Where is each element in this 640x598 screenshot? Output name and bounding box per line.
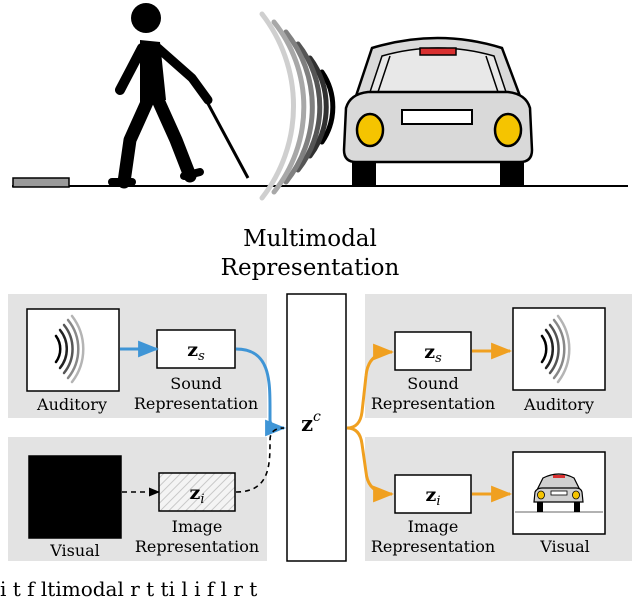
sound-rep-output-label-2: Representation [371, 394, 495, 413]
image-rep-input-label-1: Image [172, 517, 223, 536]
zi-input-symbol: zi [190, 482, 205, 507]
sound-wave-output-icon [540, 314, 571, 384]
zs-output-symbol: zs [424, 341, 442, 366]
sound-rep-output-label-1: Sound [407, 374, 458, 393]
zi-output-symbol: zi [426, 484, 441, 509]
auditory-input-label: Auditory [36, 395, 107, 414]
arrow-zc-to-zi-out [346, 426, 395, 503]
zi-output-box [394, 474, 472, 514]
caption-fragment: i t f ltimodal r t ti l i f l r t [0, 577, 257, 598]
zc-box [286, 293, 347, 562]
sound-rep-input-label-2: Representation [134, 394, 258, 413]
image-rep-input-label-2: Representation [135, 537, 259, 556]
pedestrian-icon [108, 3, 250, 189]
image-rep-output-label-2: Representation [371, 537, 495, 556]
zs-output-box [394, 331, 472, 371]
arrow-zs-to-zc [235, 347, 287, 437]
visual-input-box [28, 455, 122, 539]
title-line-2: Representation [221, 255, 400, 281]
sound-wave-icon [259, 11, 336, 201]
car-icon [342, 36, 534, 186]
title-line-1: Multimodal [243, 226, 377, 252]
image-rep-output-label-1: Image [408, 517, 459, 536]
visual-output-label: Visual [539, 537, 590, 556]
sound-wave-small-icon [54, 314, 85, 384]
zc-symbol: zc [301, 409, 321, 436]
visual-input-label: Visual [49, 541, 100, 560]
street-scene [12, 3, 628, 201]
zs-input-symbol: zs [187, 339, 205, 364]
arrow-zi-to-zc [235, 427, 285, 493]
sound-rep-input-label-1: Sound [170, 374, 221, 393]
car-small-icon [515, 473, 603, 513]
curb [12, 177, 70, 188]
auditory-output-label: Auditory [523, 395, 594, 414]
arrow-zc-to-zs-out [346, 343, 395, 430]
zi-input-box [158, 472, 236, 512]
